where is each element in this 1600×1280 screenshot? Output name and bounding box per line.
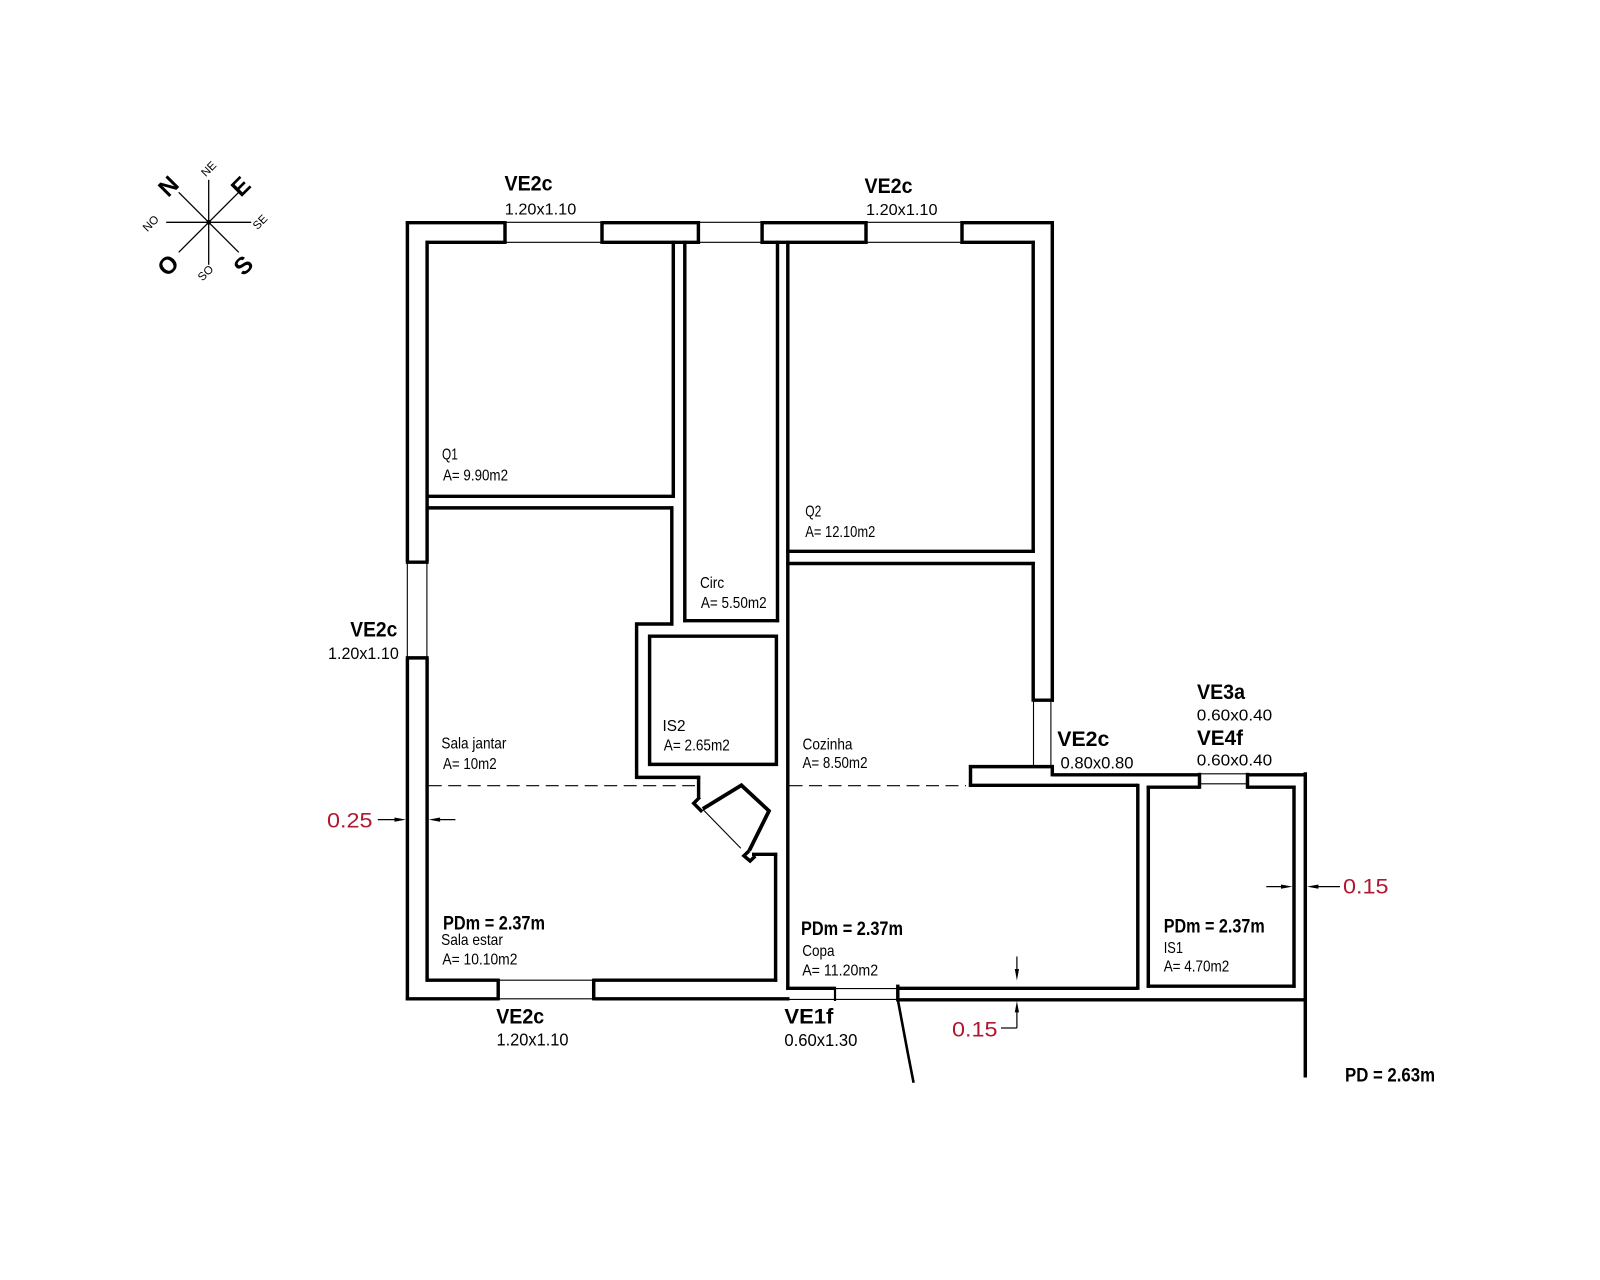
svg-text:IS2: IS2 (663, 718, 686, 735)
svg-text:0.60x0.40: 0.60x0.40 (1197, 708, 1272, 725)
svg-text:IS1: IS1 (1164, 940, 1183, 957)
svg-text:0.25: 0.25 (327, 809, 373, 833)
svg-text:Copa: Copa (802, 943, 834, 960)
svg-text:VE2c: VE2c (496, 1005, 544, 1028)
svg-text:PD = 2.63m: PD = 2.63m (1345, 1066, 1435, 1087)
svg-text:A= 8.50m2: A= 8.50m2 (803, 755, 868, 772)
svg-text:1.20x1.10: 1.20x1.10 (497, 1030, 569, 1050)
svg-text:0.60x1.30: 0.60x1.30 (784, 1030, 857, 1050)
svg-text:A= 4.70m2: A= 4.70m2 (1164, 959, 1230, 976)
svg-text:0.60x0.40: 0.60x0.40 (1197, 753, 1273, 770)
svg-text:VE2c: VE2c (505, 173, 553, 196)
svg-text:0.15: 0.15 (952, 1017, 998, 1041)
svg-text:Q1: Q1 (442, 446, 458, 463)
svg-text:A= 5.50m2: A= 5.50m2 (701, 595, 767, 612)
svg-text:A= 10.10m2: A= 10.10m2 (442, 952, 517, 969)
svg-text:0.15: 0.15 (1343, 875, 1389, 899)
svg-text:Q2: Q2 (805, 504, 821, 521)
svg-text:PDm = 2.37m: PDm = 2.37m (443, 914, 545, 935)
svg-text:0.80x0.80: 0.80x0.80 (1061, 755, 1134, 773)
svg-text:Circ: Circ (700, 575, 724, 592)
svg-text:VE4f: VE4f (1197, 727, 1244, 750)
svg-text:A= 12.10m2: A= 12.10m2 (805, 524, 875, 541)
svg-text:1.20x1.10: 1.20x1.10 (866, 202, 938, 219)
svg-text:1.20x1.10: 1.20x1.10 (505, 201, 577, 218)
svg-text:VE2c: VE2c (1057, 728, 1109, 751)
svg-text:1.20x1.10: 1.20x1.10 (328, 644, 399, 663)
svg-text:PDm = 2.37m: PDm = 2.37m (801, 919, 903, 940)
svg-text:Sala estar: Sala estar (441, 932, 503, 949)
svg-text:VE2c: VE2c (350, 619, 397, 642)
svg-text:A= 10m2: A= 10m2 (443, 756, 497, 773)
svg-text:VE3a: VE3a (1197, 681, 1245, 704)
svg-text:VE1f: VE1f (784, 1006, 834, 1029)
svg-text:A= 9.90m2: A= 9.90m2 (443, 468, 508, 485)
svg-text:Cozinha: Cozinha (803, 737, 853, 754)
svg-text:Sala jantar: Sala jantar (441, 736, 507, 753)
svg-text:PDm = 2.37m: PDm = 2.37m (1164, 917, 1265, 938)
svg-text:A= 11.20m2: A= 11.20m2 (802, 963, 878, 980)
svg-text:VE2c: VE2c (865, 175, 913, 198)
svg-text:A= 2.65m2: A= 2.65m2 (664, 738, 730, 755)
